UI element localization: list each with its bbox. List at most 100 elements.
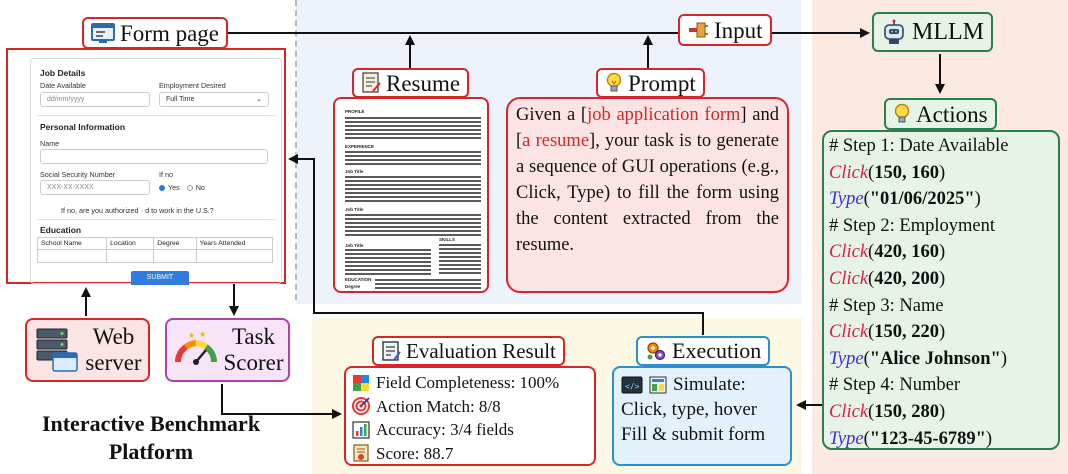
action-args-value: 420, 200 xyxy=(874,268,939,289)
task-scorer-label-line: Scorer xyxy=(223,350,284,375)
authorization-question-end: d to work in the U.S.? xyxy=(145,206,214,215)
action-click-fn: Click xyxy=(829,162,869,183)
score-row: Score: 88.7 xyxy=(352,442,588,466)
resume-text-line xyxy=(345,200,481,202)
ssn-input[interactable]: XXX-XX-XXXX xyxy=(40,180,150,195)
execution-tag: Execution xyxy=(636,336,771,366)
resume-text-line xyxy=(345,176,481,178)
action-args-value: 420, 160 xyxy=(874,242,939,263)
resume-text-line xyxy=(345,180,481,182)
svg-text:★: ★ xyxy=(188,331,195,340)
resume-text-line xyxy=(375,287,481,289)
svg-text:★: ★ xyxy=(199,330,206,339)
action-line: Click(150, 220) xyxy=(829,319,1053,346)
resume-heading-job-title: Job Title xyxy=(345,207,364,212)
resume-text-line xyxy=(345,226,481,228)
code-window-icon: </> xyxy=(621,376,643,393)
actions-label: Actions xyxy=(916,101,988,127)
resume-heading-job-title: Job Title xyxy=(345,169,364,174)
execution-line: </> Simulate: xyxy=(621,372,783,397)
resume-text-line xyxy=(345,188,481,190)
prompt-text-part: ] and [ xyxy=(516,105,779,151)
resume-text-line xyxy=(439,252,481,254)
personal-info-heading: Personal Information xyxy=(40,122,126,132)
resume-heading-education: EDUCATION xyxy=(345,277,372,282)
action-click-fn: Click xyxy=(829,322,869,343)
employment-desired-select[interactable]: Full Time ⌄ xyxy=(159,92,269,107)
action-args: ("01/06/2025") xyxy=(863,189,981,210)
action-step-comment: # Step 1: Date Available xyxy=(829,136,1009,156)
name-input[interactable] xyxy=(40,149,268,164)
evaluation-result-tag: Evaluation Result xyxy=(372,336,565,366)
evaluation-result-label: Evaluation Result xyxy=(406,338,556,363)
resume-text-line xyxy=(375,279,481,281)
date-available-input[interactable]: dd/mm/yyyy xyxy=(40,92,150,107)
action-args-value: 150, 220 xyxy=(874,322,939,343)
platform-title-line: Interactive Benchmark xyxy=(41,411,261,436)
radio-yes[interactable] xyxy=(159,184,165,191)
bar-chart-icon xyxy=(352,421,370,439)
resume-text-line xyxy=(345,163,481,165)
execution-label: Execution xyxy=(672,338,762,363)
action-line: Click(420, 200) xyxy=(829,266,1053,293)
resume-document-icon xyxy=(362,72,381,93)
authorization-radio-group: Yes No xyxy=(159,183,205,192)
action-step-comment: # Step 3: Name xyxy=(829,295,944,316)
gears-icon xyxy=(647,342,666,361)
submit-button[interactable]: SUBMIT xyxy=(131,271,189,285)
prompt-tag: Prompt xyxy=(596,68,705,98)
resume-text-line xyxy=(345,196,481,198)
resume-text-line xyxy=(439,268,481,270)
cursor-dot-icon: ◦ xyxy=(140,206,144,215)
action-line: Click(420, 160) xyxy=(829,239,1053,266)
action-click-fn: Click xyxy=(829,268,869,289)
job-application-form: Job Details Date Available dd/mm/yyyy Em… xyxy=(30,58,282,285)
col-location: Location xyxy=(106,237,155,250)
puzzle-icon xyxy=(353,374,369,391)
resume-text-line xyxy=(345,125,481,127)
radio-no-label: No xyxy=(195,183,205,192)
task-scorer-label: Task Scorer xyxy=(219,324,288,376)
resume-document: PROFILE EXPERIENCE Job Title Job Title J… xyxy=(333,97,489,293)
resume-heading-experience: EXPERIENCE xyxy=(345,144,375,149)
lightbulb-icon xyxy=(606,72,622,92)
scroll-icon xyxy=(353,444,369,462)
resume-text-line xyxy=(345,133,481,135)
table-row[interactable] xyxy=(36,249,274,263)
input-label: Input xyxy=(714,17,763,43)
resume-text-line xyxy=(439,244,481,246)
resume-text-line xyxy=(345,249,431,251)
resume-text-line xyxy=(345,230,481,232)
resume-text-line xyxy=(345,151,481,153)
job-details-heading: Job Details xyxy=(40,68,86,78)
field-completeness-text: Field Completeness: 100% xyxy=(376,373,560,392)
employment-selected-value: Full Time xyxy=(166,96,195,103)
prompt-text-part: ], your task is to generate a sequence o… xyxy=(516,131,779,255)
form-window-icon xyxy=(91,23,115,43)
resume-text-line xyxy=(345,234,481,236)
action-click-fn: Click xyxy=(829,242,869,263)
execution-box: </> Simulate: Click, type, hover Fill & … xyxy=(612,366,792,466)
chevron-down-icon: ⌄ xyxy=(256,96,262,103)
col-years-attended: Years Attended xyxy=(195,237,274,250)
resume-text-line xyxy=(345,159,481,161)
resume-heading-profile: PROFILE xyxy=(345,109,365,114)
action-args: (420, 160) xyxy=(868,242,946,263)
prompt-text-box: Given a [job application form] and [a re… xyxy=(506,97,789,293)
section-divider xyxy=(37,115,277,116)
name-label: Name xyxy=(40,139,60,148)
prompt-highlight-resume: a resume xyxy=(522,131,590,151)
resume-text-line xyxy=(345,261,431,263)
resume-text-line xyxy=(439,272,481,274)
resume-text-line xyxy=(345,218,481,220)
resume-tag: Resume xyxy=(352,68,470,98)
action-args: ("Alice Johnson") xyxy=(863,348,1007,369)
resume-heading-job-title: Job Title xyxy=(345,243,364,248)
resume-label: Resume xyxy=(386,70,461,96)
input-tag: Input xyxy=(678,14,772,46)
mllm-tag: MLLM xyxy=(872,12,993,52)
radio-no[interactable] xyxy=(186,184,193,191)
resume-text-line xyxy=(345,273,431,275)
gauge-icon: ★ ★ xyxy=(174,330,218,365)
dashboard-icon xyxy=(649,376,667,393)
